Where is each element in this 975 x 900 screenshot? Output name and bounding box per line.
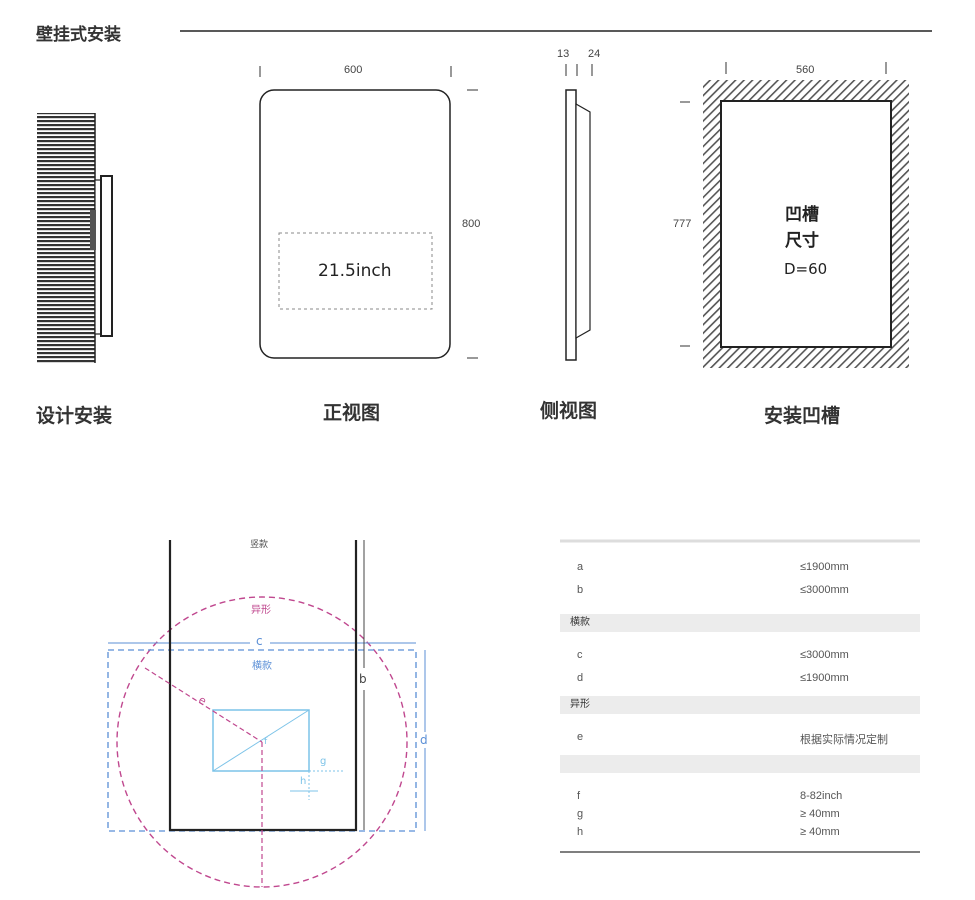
front-height-label: 800 (462, 218, 481, 230)
letter-d: d (420, 733, 428, 747)
horizontal-outline (107, 649, 417, 832)
spec-key: h (577, 826, 584, 838)
spec-value: 8-82inch (800, 790, 843, 802)
caption-front: 正视图 (323, 402, 381, 424)
horizontal-label: 横款 (252, 661, 272, 672)
spec-value: ≤3000mm (800, 584, 849, 596)
page-title: 壁挂式安装 (36, 25, 121, 45)
side-dim-24: 24 (588, 48, 601, 60)
section-title: 异形 (570, 699, 590, 710)
irregular-outline (116, 596, 408, 888)
caption-recess: 安装凹槽 (764, 405, 841, 427)
spec-value: ≤1900mm (800, 561, 849, 573)
spec-key: g (577, 808, 584, 820)
spec-key: b (577, 584, 584, 596)
vertical-outline (168, 540, 358, 832)
letter-h: h (300, 776, 307, 787)
screen-size-label: 21.5inch (318, 261, 392, 281)
caption-side: 侧视图 (540, 400, 598, 422)
caption-design: 设计安装 (36, 405, 113, 427)
spec-section-screen (560, 755, 920, 773)
letter-c: c (256, 634, 263, 648)
letter-b: b (359, 672, 367, 686)
recess-drawing (680, 62, 909, 368)
vertical-label: 竖款 (250, 540, 269, 550)
spec-value: ≤1900mm (800, 672, 849, 684)
spec-key: d (577, 672, 584, 684)
recess-label-line2: 尺寸 (785, 231, 819, 251)
spec-value: ≥ 40mm (800, 826, 840, 838)
spec-value: 根据实际情况定制 (800, 734, 888, 746)
front-width-label: 600 (344, 64, 363, 76)
screen-outline (212, 709, 310, 772)
spec-key: f (577, 790, 581, 802)
letter-g: g (320, 756, 327, 767)
recess-label-line1: 凹槽 (785, 205, 819, 225)
spec-key: c (577, 649, 583, 661)
recess-depth-label: D=60 (784, 260, 828, 278)
spec-value: ≤3000mm (800, 649, 849, 661)
spec-section-irregular: 异形 (560, 696, 920, 714)
recess-height-label: 777 (673, 218, 692, 230)
recess-width-label: 560 (796, 64, 815, 76)
section-title: 横款 (570, 617, 590, 628)
side-view-drawing (565, 64, 593, 361)
spec-value: ≥ 40mm (800, 808, 840, 820)
letter-f: f (264, 737, 268, 747)
wall-section-drawing (37, 113, 113, 363)
spec-section-horizontal: 横款 (560, 614, 920, 632)
spec-key: a (577, 561, 584, 573)
irregular-label: 异形 (251, 605, 271, 616)
size-range-diagram (107, 540, 426, 888)
side-dim-13: 13 (557, 48, 570, 60)
spec-key: e (577, 731, 584, 743)
front-view-drawing (259, 66, 478, 359)
